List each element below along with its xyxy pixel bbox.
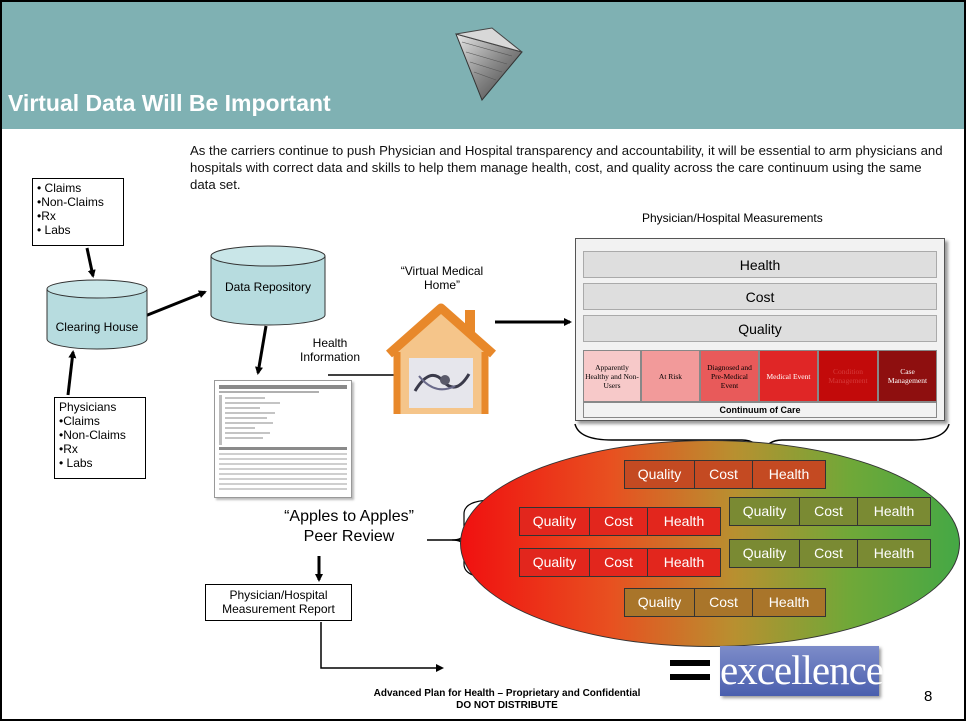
quality-label: Quality [730,498,800,525]
measurements-title: Physician/Hospital Measurements [642,211,823,225]
health-report-document [214,380,352,498]
continuum-stage: Medical Event [759,350,818,402]
document-lines [219,385,347,490]
cost-label: Cost [695,461,753,488]
intro-text: As the carriers continue to push Physici… [190,143,943,192]
health-label: Health [873,503,915,519]
source-item: • Claims [37,181,82,195]
physicians-item: •Claims [59,414,100,428]
cost-label: Cost [800,498,858,525]
source-item: •Non-Claims [37,195,104,209]
source-item: • Labs [37,223,71,237]
measurement-report-box: Physician/Hospital Measurement Report [205,584,352,621]
page-number: 8 [924,688,933,705]
continuum-stage: Condition Management [818,350,878,402]
physicians-item: • Labs [59,456,93,470]
quality-label: Quality [625,589,695,616]
continuum-stage: Apparently Healthy and Non-Users [583,350,641,402]
footer-line2: DO NOT DISTRIBUTE [456,700,558,711]
health-label: Health [768,466,810,482]
source-item: •Rx [37,209,56,223]
cost-label: Cost [590,508,648,535]
house-icon [386,303,496,414]
continuum-stage: Diagnosed and Pre-Medical Event [700,350,759,402]
data-repository-label: Data Repository [224,280,312,294]
data-repository-cylinder [210,245,326,326]
measurement-bar-cost: Cost [583,283,937,310]
measurement-bar-quality: Quality [583,315,937,342]
physicians-item: •Rx [59,442,78,456]
continuum-of-care-label: Continuum of Care [583,402,937,418]
cost-label: Cost [695,589,753,616]
quality-label: Quality [625,461,695,488]
health-label: Health [663,554,705,570]
quality-label: Quality [730,540,800,567]
health-label: Health [663,513,705,529]
measurement-bar-health: Health [583,251,937,278]
virtual-medical-home-label: “Virtual Medical Home” [400,264,484,292]
quality-label: Quality [520,508,590,535]
health-information-label: Health Information [299,336,361,364]
health-label: Health [873,545,915,561]
peer-review-label: “Apples to Apples” Peer Review [264,507,434,547]
clearing-house-label: Clearing House [55,320,139,334]
page-title: Virtual Data Will Be Important [8,90,331,116]
cost-label: Cost [590,549,648,576]
physicians-data-box: Physicians •Claims •Non-Claims •Rx • Lab… [54,397,146,479]
cost-label: Cost [800,540,858,567]
equals-sign [670,652,710,688]
footer: Advanced Plan for Health – Proprietary a… [342,688,672,712]
continuum-stage: At Risk [641,350,700,402]
quality-label: Quality [520,549,590,576]
physicians-title: Physicians [59,400,117,414]
peer-review-line1: “Apples to Apples” [284,508,414,525]
origami-hat-icon [455,27,523,101]
excellence-banner: excellence [720,646,884,696]
health-label: Health [768,594,810,610]
footer-line1: Advanced Plan for Health – Proprietary a… [373,688,641,699]
measurements-panel: Health Cost Quality Apparently Healthy a… [575,238,945,421]
source-data-box: • Claims •Non-Claims •Rx • Labs [32,178,124,246]
continuum-stage: Case Management [878,350,937,402]
clearing-house-cylinder [46,279,148,350]
peer-review-line2: Peer Review [303,528,395,545]
physicians-item: •Non-Claims [59,428,126,442]
